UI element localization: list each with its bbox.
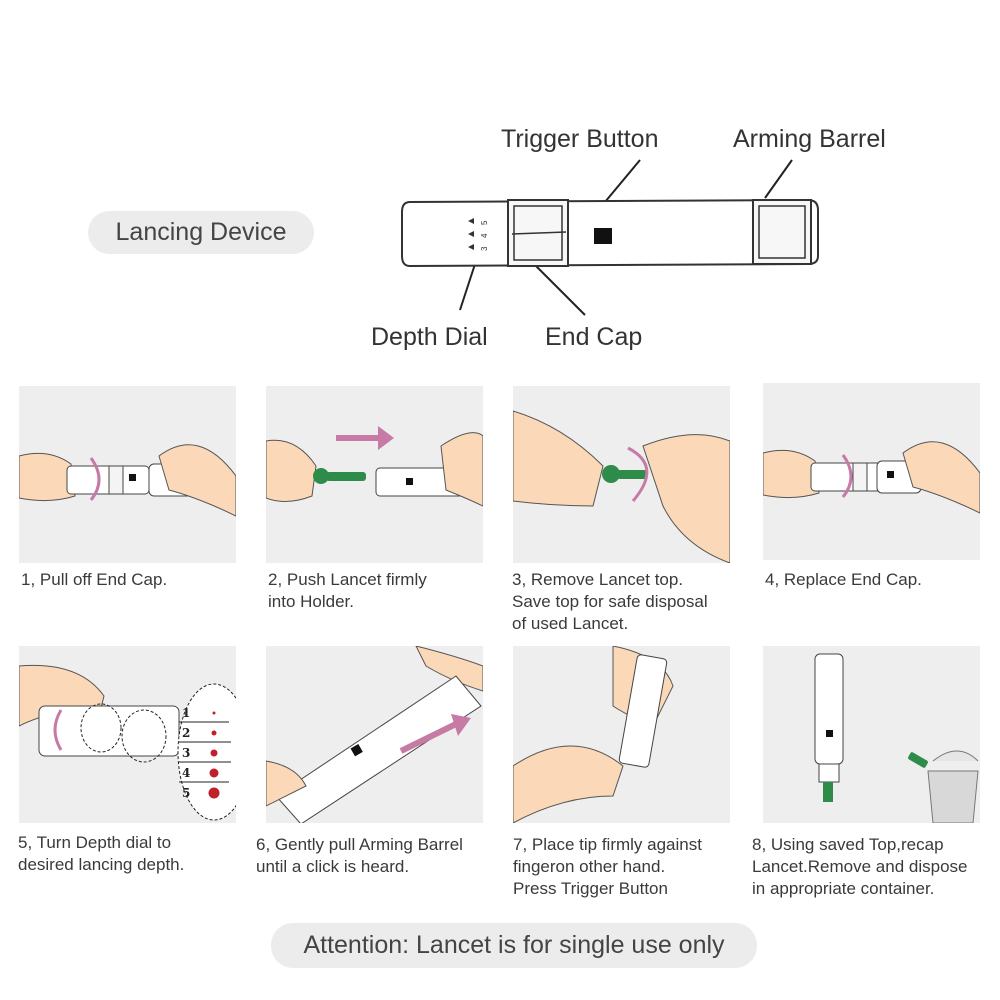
depth-level-4: 4 bbox=[182, 766, 190, 780]
depth-level-3: 3 bbox=[182, 746, 190, 760]
step-6-illustration bbox=[266, 646, 483, 823]
label-arming-barrel: Arming Barrel bbox=[733, 125, 886, 153]
leader-arming bbox=[764, 159, 793, 199]
depth-level-1: 1 bbox=[182, 706, 190, 720]
leader-trigger bbox=[604, 159, 641, 203]
dial-mark-5: 5 bbox=[480, 220, 489, 225]
dial-mark-4: 4 bbox=[480, 233, 489, 238]
attention-text: Attention: Lancet is for single use only bbox=[303, 931, 725, 959]
depth-dial-marks: 5 4 3 bbox=[468, 218, 489, 251]
device-label-pill: Lancing Device bbox=[88, 211, 314, 254]
attention-pill: Attention: Lancet is for single use only bbox=[271, 923, 757, 968]
dial-mark-3: 3 bbox=[480, 246, 489, 251]
step-3-caption: 3, Remove Lancet top.Save top for safe d… bbox=[512, 570, 708, 633]
step-1-caption: 1, Pull off End Cap. bbox=[21, 570, 168, 589]
label-depth-dial: Depth Dial bbox=[371, 323, 488, 351]
step-4-caption: 4, Replace End Cap. bbox=[765, 570, 922, 589]
step-5-illustration: 1 2 3 4 5 bbox=[19, 646, 236, 823]
depth-level-2: 2 bbox=[182, 726, 190, 740]
step-7-illustration bbox=[513, 646, 730, 823]
label-end-cap: End Cap bbox=[545, 323, 643, 351]
step-4-illustration bbox=[763, 383, 980, 560]
label-trigger-button: Trigger Button bbox=[501, 125, 659, 153]
step-3-illustration bbox=[513, 386, 730, 563]
trigger-button bbox=[594, 228, 612, 244]
lancing-device-diagram: 5 4 3 bbox=[401, 159, 819, 316]
step-1-illustration bbox=[19, 386, 236, 563]
step-8-illustration bbox=[763, 646, 980, 823]
arming-barrel-band bbox=[752, 199, 812, 265]
depth-level-5: 5 bbox=[182, 786, 190, 800]
step-2-illustration bbox=[266, 386, 483, 563]
device-label: Lancing Device bbox=[115, 218, 287, 246]
depth-level-chart bbox=[177, 683, 236, 821]
